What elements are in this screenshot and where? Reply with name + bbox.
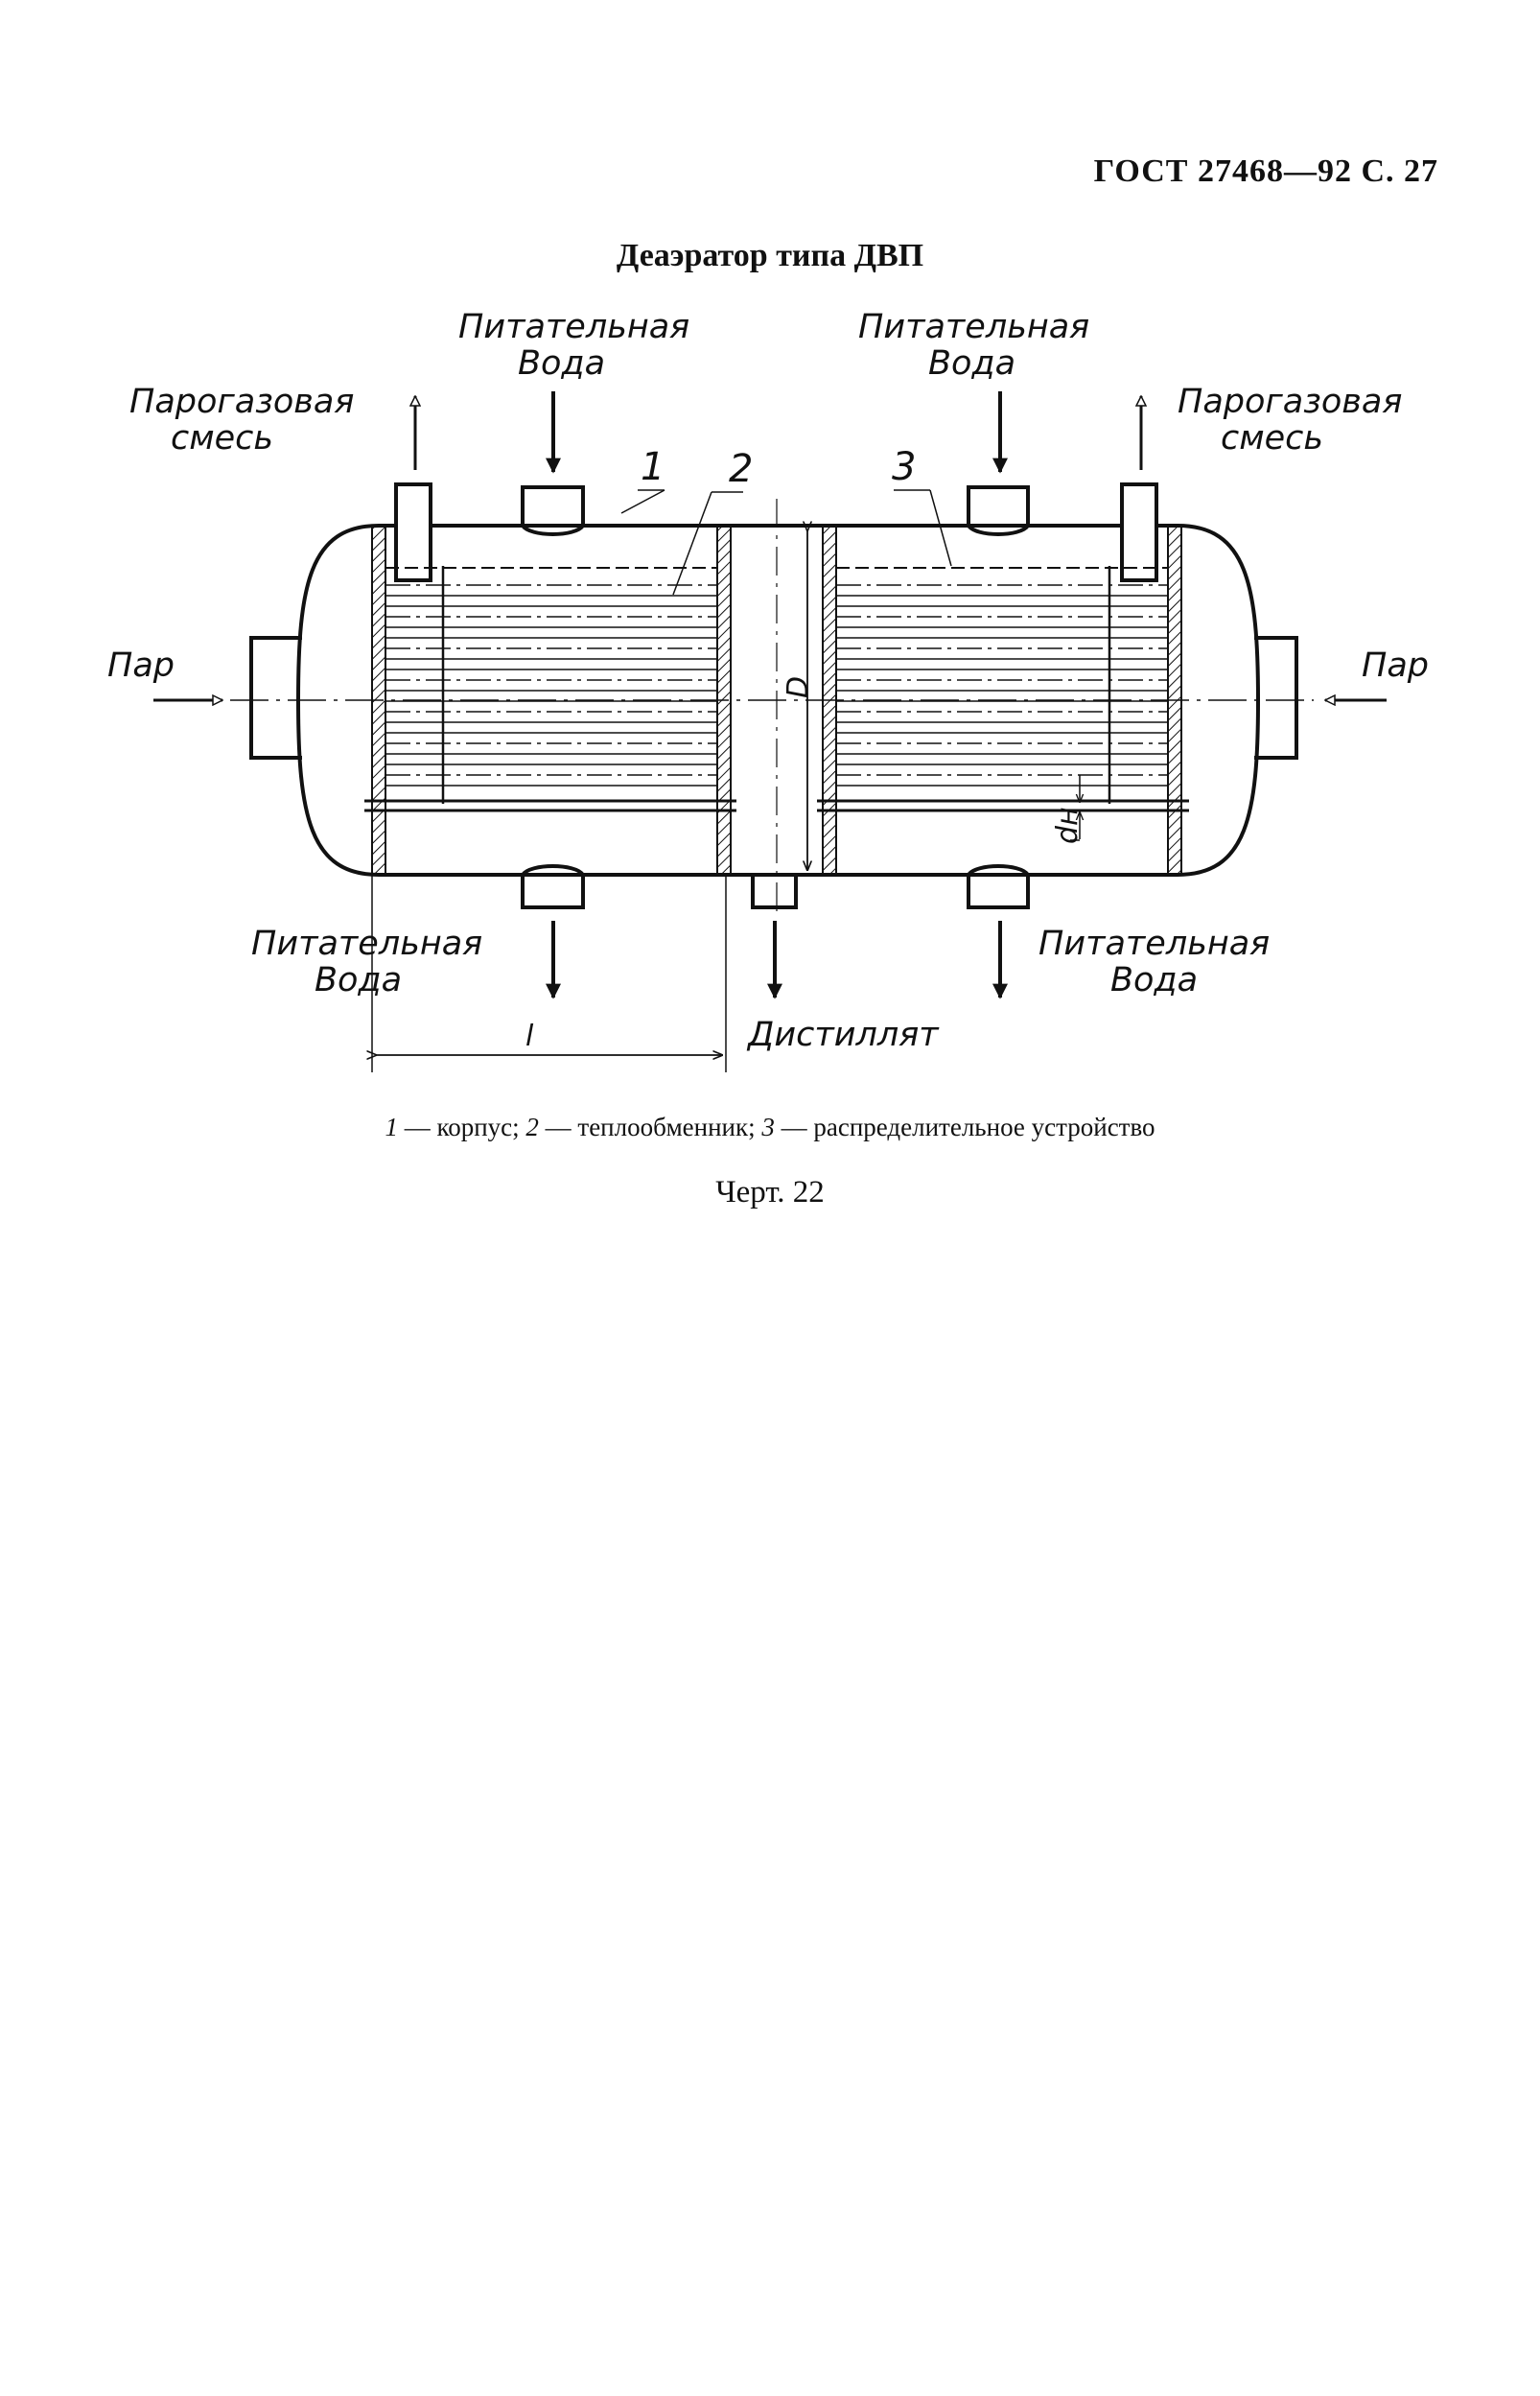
label-gas-mix-right-2: смесь <box>1221 419 1323 458</box>
figure-label: Черт. 22 <box>715 1175 825 1210</box>
feed-nozzle-top-left <box>521 485 585 536</box>
feed-nozzle-bottom-left <box>521 864 585 909</box>
label-feed-water-bottom-right-2: Вода <box>1110 961 1198 999</box>
callout-1: 1 <box>641 445 665 489</box>
steam-nozzle-right <box>1254 636 1298 760</box>
label-feed-water-top-right: Питательная <box>858 308 1089 346</box>
label-steam-right: Пар <box>1362 646 1429 685</box>
figure-caption: 1 — корпус; 2 — теплообменник; 3 — распр… <box>385 1113 1155 1141</box>
label-gas-mix-right: Парогазовая <box>1178 383 1402 421</box>
label-steam-left: Пар <box>107 646 175 685</box>
feed-nozzle-bottom-right <box>967 864 1030 909</box>
label-feed-water-top-left: Питательная <box>458 308 689 346</box>
label-feed-water-bottom-left-2: Вода <box>315 961 402 999</box>
label-gas-mix-left-2: смесь <box>171 419 273 458</box>
label-feed-water-top-left-2: Вода <box>518 344 605 383</box>
label-feed-water-top-right-2: Вода <box>928 344 1015 383</box>
callout-3: 3 <box>892 445 916 489</box>
dim-label-dh: dн <box>1051 807 1085 844</box>
callout-2: 2 <box>729 447 753 491</box>
vent-pipe-right <box>1120 482 1158 582</box>
deaerator-diagram: Питательная Вода Питательная Вода Парога… <box>107 308 1429 1072</box>
dim-label-l: l <box>525 1020 534 1053</box>
label-feed-water-bottom-right: Питательная <box>1038 925 1270 963</box>
distillate-nozzle <box>751 875 798 909</box>
vent-pipe-left <box>394 482 432 582</box>
page-header: ГОСТ 27468—92 С. 27 <box>1093 153 1438 189</box>
label-gas-mix-left: Парогазовая <box>129 383 354 421</box>
steam-nozzle-left <box>249 636 302 760</box>
label-feed-water-bottom-left: Питательная <box>251 925 482 963</box>
figure-title: Деаэратор типа ДВП <box>616 238 924 273</box>
label-distillate: Дистиллят <box>746 1016 940 1054</box>
feed-nozzle-top-right <box>967 485 1030 536</box>
dim-label-D: D <box>782 676 815 698</box>
